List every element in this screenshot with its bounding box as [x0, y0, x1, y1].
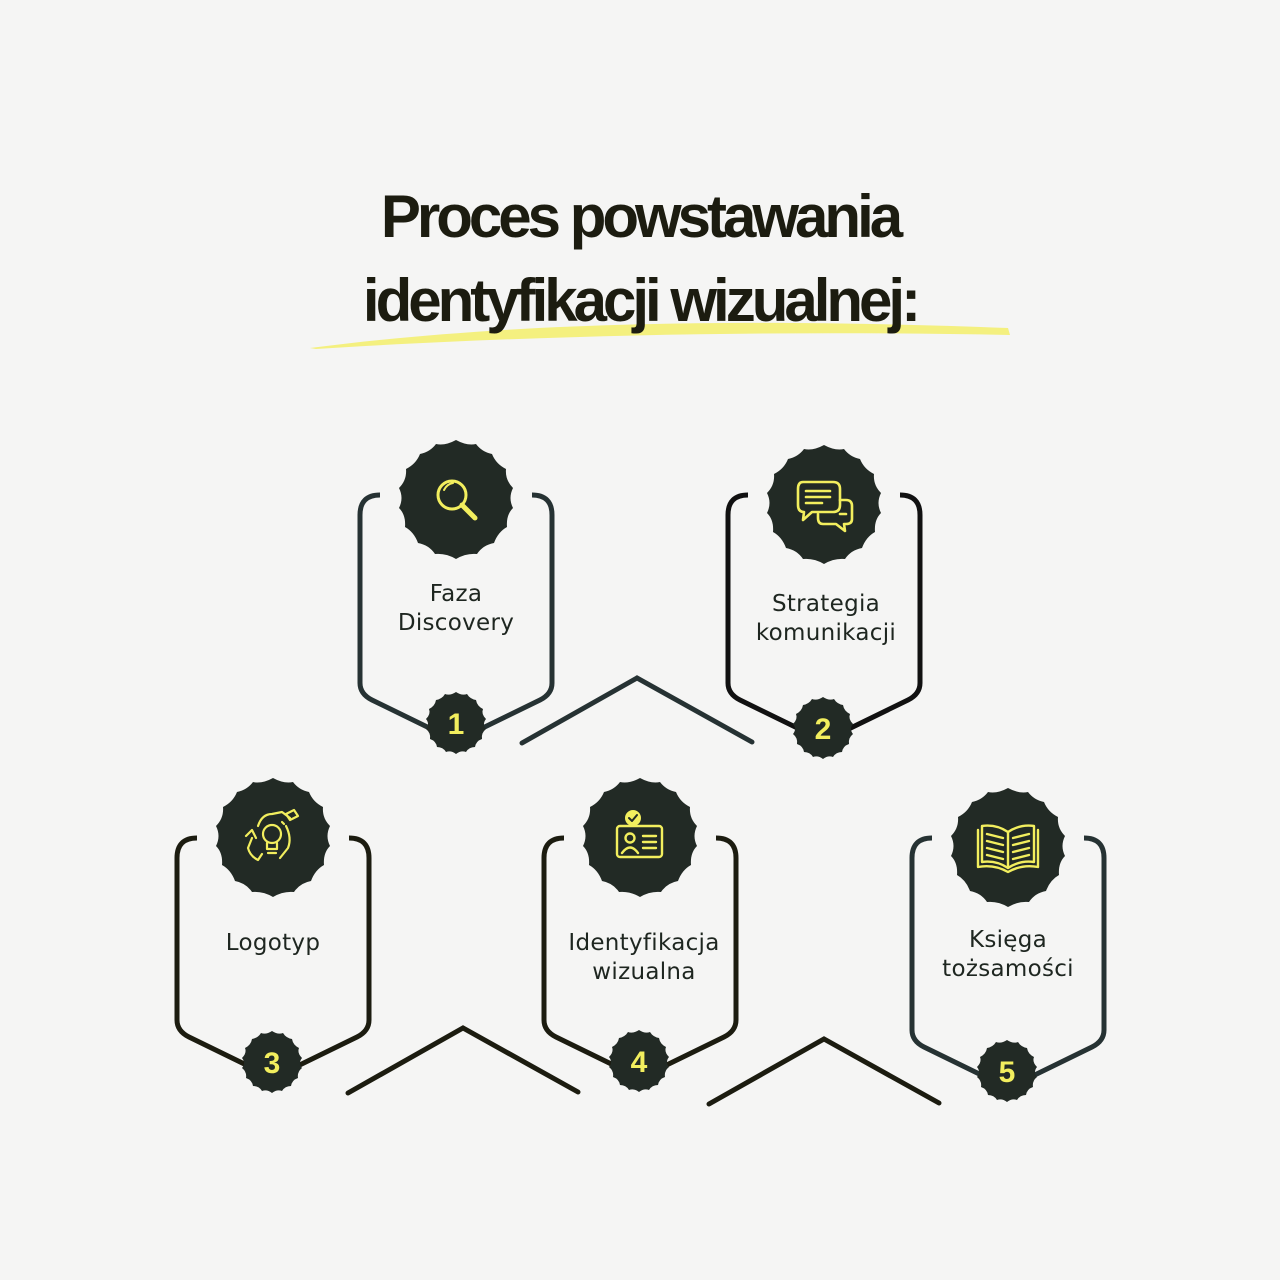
step-3-label: Logotyp — [163, 929, 383, 958]
step-label-line: Identyfikacja — [568, 930, 720, 956]
step-label-line: komunikacji — [755, 620, 897, 646]
step-label-line: Strategia — [771, 591, 881, 617]
step-label-line: wizualna — [592, 959, 696, 985]
step-1-number: 1 — [448, 708, 465, 741]
chat-bubbles-icon — [796, 480, 854, 533]
open-book-icon — [976, 824, 1040, 874]
step-3: 3 — [174, 778, 372, 1093]
step-3-number: 3 — [264, 1047, 281, 1080]
step-2-label: Strategia komunikacji — [716, 590, 936, 648]
title-highlight-stroke — [310, 322, 1010, 349]
step-label-line: Logotyp — [225, 930, 321, 956]
step-2-number: 2 — [815, 713, 832, 746]
title-line-1: Proces powstawania — [380, 183, 903, 250]
step-3-badge — [216, 778, 330, 897]
title-line-2: identyfikacji wizualnej: — [362, 267, 921, 334]
connector-chevron-4-5 — [706, 1036, 942, 1107]
step-1-badge — [399, 440, 513, 559]
connector-chevron-1-2 — [519, 675, 755, 746]
step-5: 5 — [909, 788, 1107, 1102]
step-5-label: Księga tożsamości — [898, 926, 1118, 984]
step-4: 4 — [541, 778, 739, 1092]
step-label-line: Faza — [429, 581, 483, 607]
step-5-number: 5 — [999, 1056, 1016, 1089]
step-2: 2 — [725, 445, 923, 759]
step-2-badge — [767, 445, 881, 564]
step-label-line: Discovery — [397, 610, 515, 636]
id-card-icon — [615, 810, 664, 859]
magnifier-icon — [436, 479, 478, 521]
lightbulb-hands-icon — [244, 808, 300, 862]
title-block: Proces powstawania identyfikacji wizualn… — [0, 175, 1280, 343]
step-4-badge — [583, 778, 697, 897]
step-4-label: Identyfikacja wizualna — [534, 929, 754, 987]
step-4-number: 4 — [631, 1046, 648, 1079]
step-1: 1 — [357, 440, 555, 754]
step-label-line: Księga — [968, 927, 1048, 953]
connector-chevron-3-4 — [345, 1025, 581, 1096]
step-label-line: tożsamości — [942, 956, 1074, 982]
